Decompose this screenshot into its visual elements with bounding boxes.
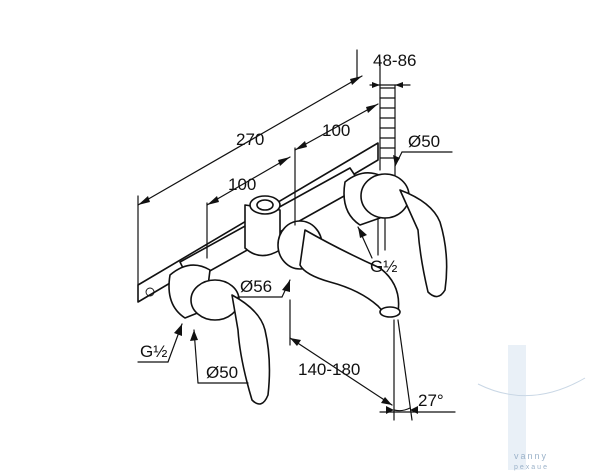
dim-wall-depth-label: 48-86 bbox=[373, 51, 416, 70]
dim-270-label: 270 bbox=[236, 130, 264, 149]
dim-handle-dia-left: Ø50 bbox=[190, 329, 249, 384]
dim-angle-label: 27° bbox=[418, 391, 444, 410]
watermark-text: vanny bbox=[514, 451, 548, 461]
dim-spacing-left: 100 bbox=[206, 156, 291, 259]
dim-total-width: 270 bbox=[137, 75, 363, 286]
watermark-subtext: pexaue bbox=[514, 464, 549, 471]
dim-spout-angle: 27° bbox=[379, 319, 456, 421]
wall-depth-marker bbox=[356, 49, 411, 256]
dim-100-left-label: 100 bbox=[228, 175, 256, 194]
dim-d50-left-label: Ø50 bbox=[206, 363, 238, 382]
dim-d50-right-label: Ø50 bbox=[408, 132, 440, 151]
dim-spout-dia: Ø56 bbox=[237, 277, 291, 298]
dim-100-right-label: 100 bbox=[322, 121, 350, 140]
dim-handle-dia-right: Ø50 bbox=[393, 132, 453, 167]
dim-thread-right: G½ bbox=[357, 226, 397, 276]
dim-reach-label: 140-180 bbox=[298, 360, 360, 379]
watermark: vanny pexaue bbox=[477, 345, 586, 471]
spout bbox=[277, 220, 401, 318]
dim-thread-right-label: G½ bbox=[370, 257, 397, 276]
dim-spout-reach: 140-180 bbox=[289, 299, 393, 406]
dim-d56-label: Ø56 bbox=[240, 277, 272, 296]
right-valve bbox=[343, 172, 448, 298]
dim-thread-left: G½ bbox=[137, 323, 183, 363]
dim-spacing-right: 100 bbox=[294, 103, 379, 226]
left-valve bbox=[168, 264, 271, 405]
dim-thread-left-label: G½ bbox=[140, 342, 167, 361]
